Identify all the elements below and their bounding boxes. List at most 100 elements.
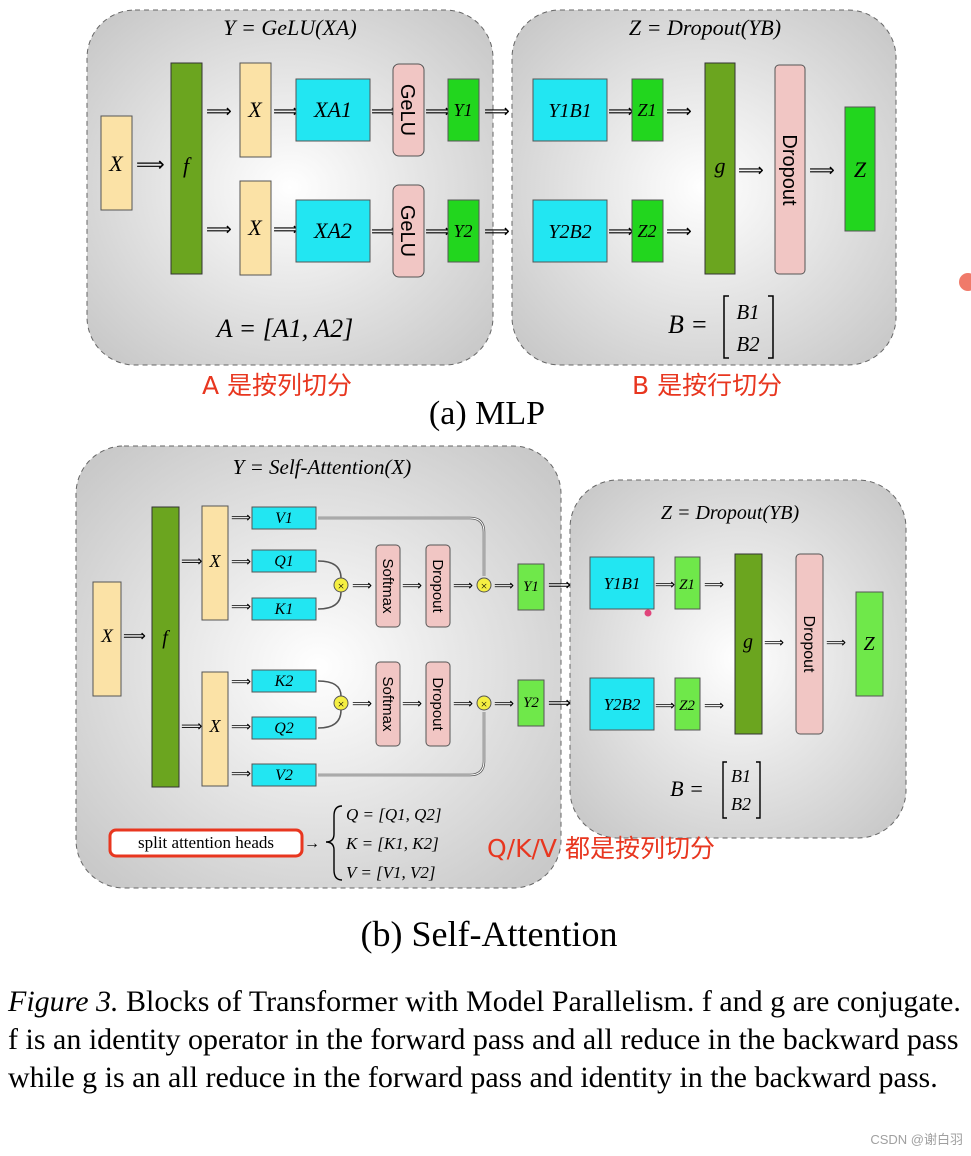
mlp-y1b1-box	[532, 78, 608, 142]
attn-z1-box	[674, 556, 701, 610]
attn-b-equation: B =	[670, 776, 704, 801]
attn-matmul-sign-3: ×	[338, 697, 345, 711]
mlp-f-label: f	[183, 153, 192, 178]
mlp-x-copy-box-1	[239, 62, 272, 158]
mlp-gelu-label-1: GeLU	[396, 84, 418, 136]
mlp-z2-box	[631, 199, 664, 263]
mlp-arrow: ⟹	[273, 101, 299, 121]
mlp-b-matrix-bracket-right	[768, 295, 774, 359]
attn-arrow: ⟹	[231, 555, 251, 570]
mlp-y2b2-label: Y2B2	[548, 221, 591, 243]
attn-matmul-icon-2	[476, 577, 492, 593]
mlp-arrow: ⟹	[206, 101, 232, 121]
attn-g-label: g	[743, 631, 753, 653]
attn-arrow: ⟹	[826, 636, 846, 651]
attn-note-qkv: Q/K/V 都是按列切分	[487, 834, 715, 863]
attn-matmul-icon-3	[333, 695, 349, 711]
attn-y1-label: Y1	[523, 579, 539, 595]
attn-softmax-label-1: Softmax	[379, 558, 396, 614]
mlp-arrow: ⟹	[809, 160, 835, 180]
edge-orange-icon	[959, 273, 971, 291]
attn-k2-connector	[317, 680, 342, 697]
attn-b-matrix-bracket-left	[722, 761, 727, 819]
attn-k2-label: K2	[274, 673, 294, 690]
mlp-a-equation: A = [A1, A2]	[215, 314, 354, 343]
mlp-xa1-label: XA1	[313, 97, 352, 122]
attn-dropout-box-2	[425, 661, 451, 747]
attn-dropout-box-3	[795, 553, 824, 735]
attn-q2-label: Q2	[274, 720, 294, 737]
attn-y2b2-label: Y2B2	[604, 695, 641, 714]
attn-q1-connector	[317, 560, 342, 579]
split-heads-label: split attention heads	[138, 833, 274, 852]
mlp-arrow: ⟹	[273, 219, 299, 239]
mlp-y2-label: Y2	[453, 221, 472, 241]
attn-z-out-box	[855, 591, 884, 697]
mlp-x-input-label: X	[108, 151, 124, 176]
mlp-z-out-box	[844, 106, 876, 232]
mlp-arrow-x-f: ⟹	[136, 154, 165, 176]
attn-k2-box	[251, 669, 317, 693]
attn-g-bar	[734, 553, 763, 735]
attn-z1-label: Z1	[679, 577, 695, 593]
attn-x-input-box	[92, 581, 122, 697]
attn-arrow: ⟹	[402, 697, 422, 712]
mlp-left-title: Y = GeLU(XA)	[223, 15, 356, 40]
attn-dropout-box-1	[425, 544, 451, 628]
split-heads-arrow: →	[304, 835, 320, 852]
mlp-z1-label: Z1	[637, 100, 656, 120]
mlp-b-matrix-bracket-left	[723, 295, 729, 359]
attn-section: Y = Self-Attention(X) Z = Dropout(YB) X …	[75, 445, 907, 954]
mlp-g-label: g	[715, 153, 726, 178]
mlp-y1b1-label: Y1B1	[548, 100, 591, 122]
attn-v2-label: V2	[275, 767, 293, 784]
mlp-arrow: ⟹	[371, 221, 397, 241]
attn-z2-box	[674, 677, 701, 731]
mlp-x-copy-box-2	[239, 180, 272, 276]
mlp-caption: (a) MLP	[429, 395, 545, 432]
mlp-gelu-label-2: GeLU	[396, 205, 418, 257]
attn-dropout-label-2: Dropout	[429, 677, 446, 731]
v-equation: V = [V1, V2]	[346, 863, 436, 882]
mlp-b1-label: B1	[736, 300, 759, 324]
attn-dropout-label-3: Dropout	[800, 616, 817, 673]
mlp-z1-box	[631, 78, 664, 142]
attn-right-title: Z = Dropout(YB)	[661, 502, 800, 524]
attn-y2-label: Y2	[523, 695, 539, 711]
attn-left-panel	[75, 445, 562, 889]
attn-b-matrix-bracket-right	[756, 761, 761, 819]
mlp-note-b: B 是按行切分	[632, 371, 782, 400]
attn-arrow: ⟹	[704, 578, 724, 593]
mlp-xa2-box	[295, 199, 371, 263]
qkv-brace	[325, 805, 343, 881]
attn-arrow: ⟹	[352, 697, 372, 712]
attn-arrow: ⟹	[231, 511, 251, 526]
attn-arrow: ⟹	[704, 699, 724, 714]
mlp-xa1-box	[295, 78, 371, 142]
attn-arrow: ⟹	[231, 600, 251, 615]
mlp-left-panel	[86, 9, 494, 366]
attn-softmax-box-1	[375, 544, 401, 628]
attn-matmul-icon-4	[476, 695, 492, 711]
mlp-arrow: ⟹	[206, 219, 232, 239]
attn-arrow: ⟹	[764, 636, 784, 651]
figure-caption-text: Blocks of Transformer with Model Paralle…	[8, 985, 961, 1094]
attn-arrow: ⟹	[494, 579, 514, 594]
mlp-xa2-label: XA2	[313, 218, 352, 243]
figure-caption-label: Figure 3.	[8, 985, 119, 1018]
attn-k1-connector	[317, 591, 342, 610]
watermark: CSDN @谢白羽	[870, 1132, 963, 1147]
mlp-arrow: ⟹	[666, 101, 692, 121]
attn-z-out-label: Z	[863, 633, 875, 655]
attn-arrow: ⟹	[453, 697, 473, 712]
mlp-section: Y = GeLU(XA) Z = Dropout(YB) X ⟹ f ⟹ X ⟹…	[86, 9, 971, 432]
attn-y2b2-box	[589, 677, 655, 731]
attn-v1-box	[251, 506, 317, 530]
attn-b2-label: B2	[731, 794, 751, 814]
cursor-dot	[644, 609, 652, 617]
attn-q1-label: Q1	[274, 553, 294, 570]
attn-x-input-label: X	[100, 626, 114, 647]
attn-y2-box	[517, 679, 545, 727]
attn-k1-box	[251, 597, 317, 621]
attn-arrow: ⟹	[655, 699, 675, 714]
